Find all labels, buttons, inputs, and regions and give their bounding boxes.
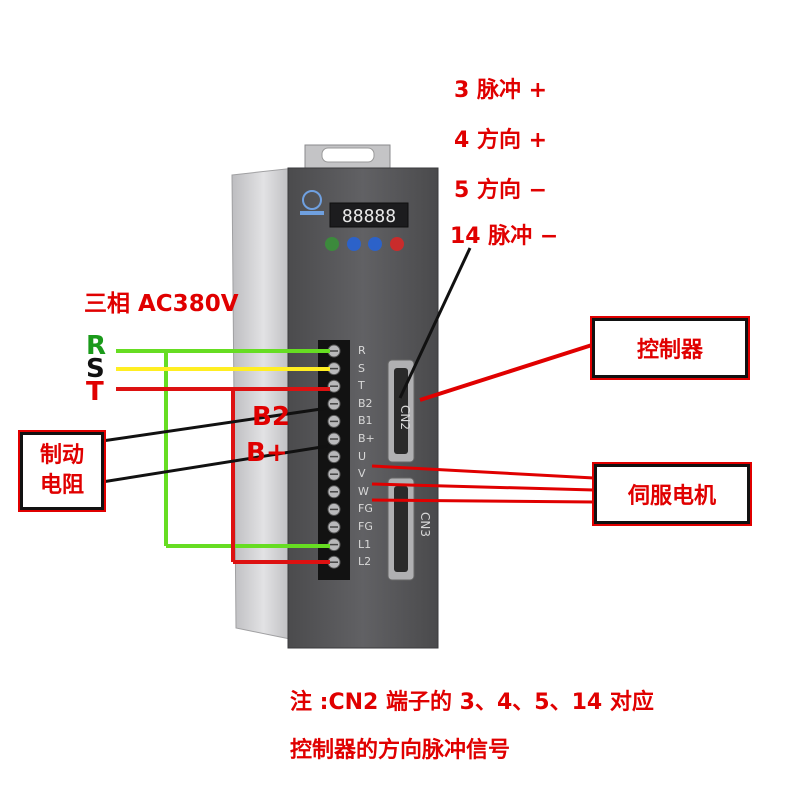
terminal-label: W [358, 484, 369, 498]
signal-label: 14 脉冲 − [450, 224, 559, 249]
note-line-2: 控制器的方向脉冲信号 [290, 738, 511, 763]
pulse-signal-lead [398, 247, 472, 399]
terminal-label: T [358, 379, 365, 393]
phase-s-label: S [86, 354, 105, 384]
motor-leads [371, 464, 595, 504]
cn2-label: CN2 [398, 405, 412, 430]
terminal-label: V [358, 467, 366, 481]
mode-button[interactable] [325, 237, 339, 251]
led-display [329, 202, 409, 228]
brand-logo [300, 190, 324, 215]
b2-label: B2 [252, 402, 290, 432]
terminal-label: B2 [358, 396, 373, 410]
power-wires [116, 349, 330, 564]
servo-motor-box: 伺服电机 [592, 462, 752, 526]
cn2-connector [387, 359, 415, 463]
terminal-label: B+ [358, 432, 375, 445]
set-button[interactable] [390, 237, 404, 251]
signal-label: 3 脉冲 + [454, 78, 548, 103]
bplus-label: B+ [246, 438, 288, 468]
signal-label: 5 方向 − [454, 178, 548, 203]
controller-lead [419, 343, 593, 402]
controller-label: 控制器 [636, 338, 703, 363]
signal-label: 4 方向 + [454, 128, 548, 153]
terminal-block [318, 340, 350, 580]
mounting-bracket [304, 144, 391, 169]
brake-leads [101, 406, 329, 484]
terminal-label: B1 [358, 414, 373, 428]
brake-resistor-box: 制动 电阻 [18, 430, 106, 512]
phase-r-label: R [86, 331, 107, 361]
led-digits: 88888 [342, 206, 396, 227]
up-button[interactable] [347, 237, 361, 251]
servo-motor-label: 伺服电机 [627, 484, 716, 509]
terminal-label: L2 [358, 555, 372, 569]
phase-t-label: T [86, 377, 104, 407]
terminal-label: R [358, 344, 366, 357]
cn3-connector [387, 477, 415, 581]
cn3-label: CN3 [418, 512, 432, 537]
terminal-label: L1 [358, 537, 372, 551]
note-line-1: 注 :CN2 端子的 3、4、5、14 对应 [290, 690, 654, 715]
brake-resistor-line2: 电阻 [39, 473, 84, 498]
down-button[interactable] [368, 237, 382, 251]
terminal-label: S [358, 361, 365, 375]
controller-box: 控制器 [590, 316, 750, 380]
brake-resistor-line1: 制动 [39, 443, 84, 468]
terminal-label: U [358, 449, 367, 463]
terminal-label: FG [358, 520, 373, 533]
power-title: 三相 AC380V [84, 291, 239, 317]
terminal-label: FG [358, 502, 373, 516]
